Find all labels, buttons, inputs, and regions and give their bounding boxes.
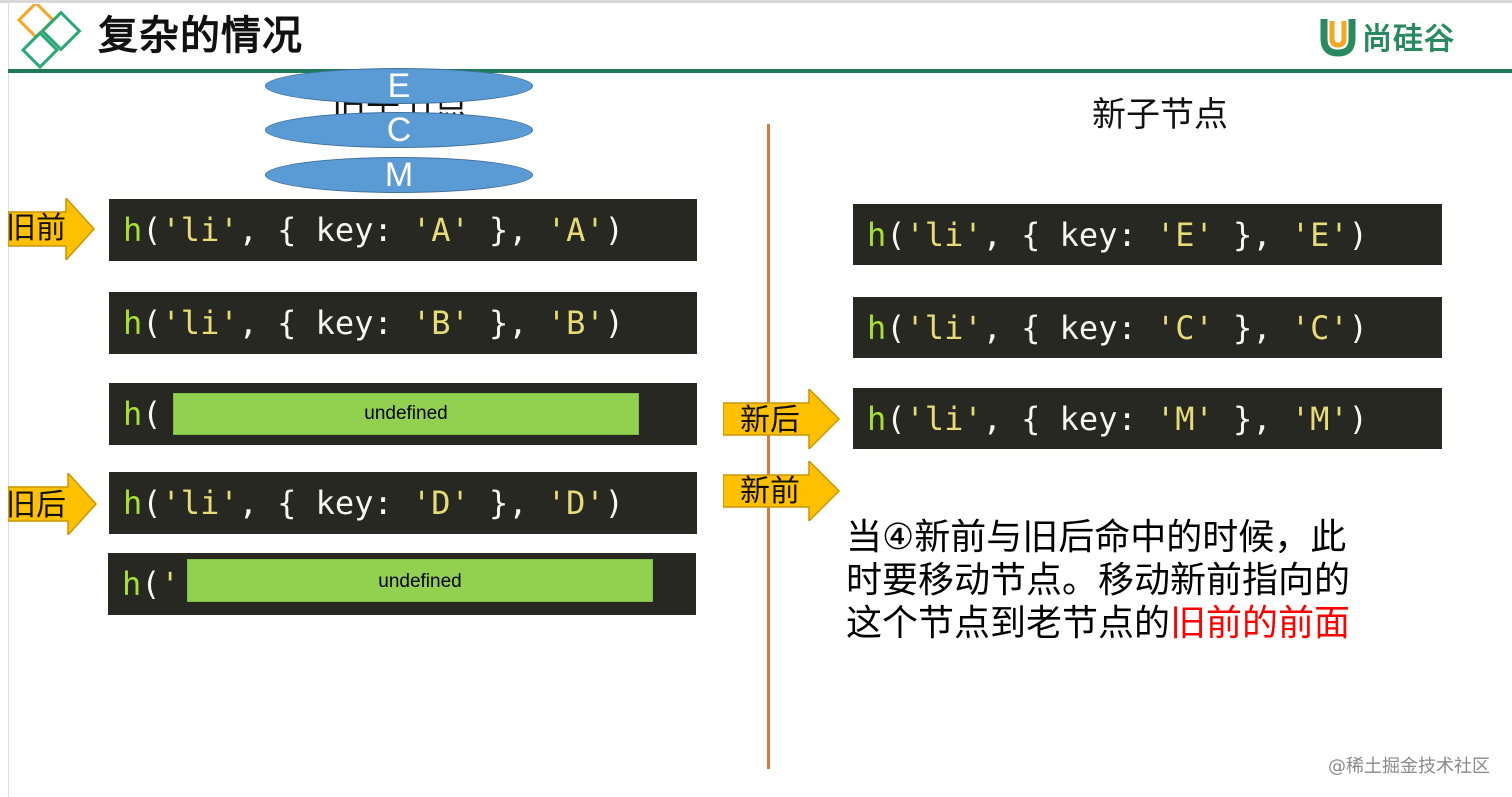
new-children-label: 新子节点 xyxy=(1092,95,1228,135)
new-node-m: h('li', { key: 'M' }, 'M') xyxy=(853,388,1442,449)
key-string: 'D' xyxy=(411,484,470,522)
header-rule xyxy=(8,69,1512,73)
new-back-label: 新后 xyxy=(740,403,800,438)
diamond-logo-icon xyxy=(16,4,82,70)
paren-close: ) xyxy=(604,304,624,342)
text-string: 'C' xyxy=(1290,309,1349,347)
new-node-c: h('li', { key: 'C' }, 'C') xyxy=(853,297,1442,358)
oval-e: E xyxy=(265,68,533,104)
text-string: 'A' xyxy=(546,211,605,249)
paren-open: ( xyxy=(142,395,162,433)
key-string: 'M' xyxy=(1155,400,1214,438)
old-front-label: 旧前 xyxy=(6,211,66,246)
brand-u-icon xyxy=(1320,19,1356,57)
tag-string: 'li' xyxy=(905,309,983,347)
old-back-arrow-icon xyxy=(8,473,98,535)
paren-open: ( xyxy=(142,211,162,249)
func-name: h xyxy=(867,309,887,347)
text-string: 'M' xyxy=(1290,400,1349,438)
key-string: 'A' xyxy=(411,211,470,249)
watermark: @稀土掘金技术社区 xyxy=(1328,756,1490,777)
undefined-mask-2: undefined xyxy=(187,559,653,602)
code-mid: }, xyxy=(469,304,547,342)
tick-string: ' xyxy=(160,565,180,603)
func-name: h xyxy=(122,565,142,603)
undefined-mask-1: undefined xyxy=(173,393,639,435)
code-mid: }, xyxy=(469,211,547,249)
text-string: 'D' xyxy=(546,484,605,522)
text-string: 'E' xyxy=(1290,216,1349,254)
paren-open: ( xyxy=(142,484,162,522)
key-string: 'C' xyxy=(1155,309,1214,347)
code-mid: , { key: xyxy=(982,309,1156,347)
func-name: h xyxy=(867,216,887,254)
paren-close: ) xyxy=(604,211,624,249)
explanation-highlight: 旧前的前面 xyxy=(1170,603,1351,644)
old-node-b: h('li', { key: 'B' }, 'B') xyxy=(109,292,697,354)
code-mid: , { key: xyxy=(982,216,1156,254)
paren-open: ( xyxy=(142,304,162,342)
code-mid: , { key: xyxy=(238,304,412,342)
tag-string: 'li' xyxy=(905,400,983,438)
code-mid: , { key: xyxy=(238,211,412,249)
code-mid: }, xyxy=(1213,309,1291,347)
code-mid: }, xyxy=(1213,400,1291,438)
func-name: h xyxy=(123,211,143,249)
paren-open: ( xyxy=(886,216,906,254)
old-node-d: h('li', { key: 'D' }, 'D') xyxy=(109,472,697,534)
column-divider xyxy=(767,124,770,769)
func-name: h xyxy=(123,484,143,522)
explanation-line-1: 当④新前与旧后命中的时候，此 xyxy=(846,517,1347,558)
paren-close: ) xyxy=(1348,309,1368,347)
code-mid: }, xyxy=(469,484,547,522)
tag-string: 'li' xyxy=(161,304,239,342)
explanation-line-3-text: 这个节点到老节点的 xyxy=(846,603,1171,644)
code-mid: }, xyxy=(1213,216,1291,254)
oval-m: M xyxy=(265,157,533,193)
explanation-line-3: 这个节点到老节点的旧前的前面 xyxy=(846,602,1386,645)
old-back-label: 旧后 xyxy=(6,488,66,523)
slide-title: 复杂的情况 xyxy=(98,13,303,59)
paren-close: ) xyxy=(1348,216,1368,254)
old-node-a: h('li', { key: 'A' }, 'A') xyxy=(109,199,697,261)
func-name: h xyxy=(123,395,143,433)
paren-close: ) xyxy=(604,484,624,522)
paren-open: ( xyxy=(141,565,161,603)
key-string: 'E' xyxy=(1155,216,1214,254)
left-rule xyxy=(8,0,9,797)
new-back-arrow-icon xyxy=(723,389,841,449)
tag-string: 'li' xyxy=(905,216,983,254)
new-node-e: h('li', { key: 'E' }, 'E') xyxy=(853,204,1442,265)
old-front-arrow-icon xyxy=(8,198,96,260)
code-mid: , { key: xyxy=(238,484,412,522)
text-string: 'B' xyxy=(546,304,605,342)
explanation-text: 当④新前与旧后命中的时候，此 时要移动节点。移动新前指向的 这个节点到老节点的旧… xyxy=(846,516,1386,645)
tag-string: 'li' xyxy=(161,484,239,522)
paren-open: ( xyxy=(886,400,906,438)
top-rule xyxy=(0,0,1512,3)
paren-close: ) xyxy=(1348,400,1368,438)
func-name: h xyxy=(867,400,887,438)
paren-open: ( xyxy=(886,309,906,347)
tag-string: 'li' xyxy=(161,211,239,249)
new-front-label: 新前 xyxy=(740,474,800,509)
func-name: h xyxy=(123,304,143,342)
brand-name: 尚硅谷 xyxy=(1362,22,1455,57)
brand-logo: 尚硅谷 xyxy=(1318,14,1455,58)
explanation-line-2: 时要移动节点。移动新前指向的 xyxy=(846,560,1351,601)
new-front-arrow-icon xyxy=(723,461,841,521)
code-mid: , { key: xyxy=(982,400,1156,438)
key-string: 'B' xyxy=(411,304,470,342)
oval-c: C xyxy=(265,112,533,148)
